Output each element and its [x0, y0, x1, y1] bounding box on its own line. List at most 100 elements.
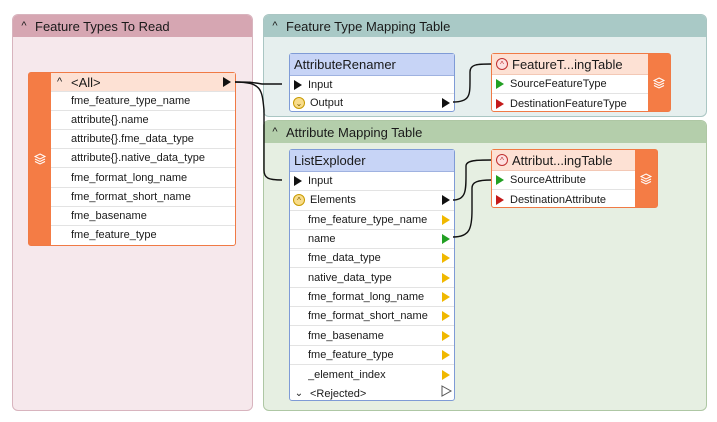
- writer-title: FeatureT...ingTable: [512, 56, 623, 72]
- output-attribute-port-icon[interactable]: [442, 311, 450, 322]
- output-port-label: Elements: [310, 194, 356, 207]
- elements-port-row[interactable]: ^ Elements: [290, 191, 454, 211]
- reader-attribute-row[interactable]: attribute{}.name: [51, 111, 235, 131]
- input-port-row[interactable]: Input: [290, 172, 454, 192]
- exploder-attribute-row[interactable]: fme_format_short_name: [290, 307, 454, 327]
- bookmark-title: Attribute Mapping Table: [286, 124, 423, 140]
- writer-attr-row[interactable]: SourceFeatureType: [492, 75, 648, 94]
- input-port-icon[interactable]: [496, 194, 504, 205]
- reader-attribute-row[interactable]: attribute{}.fme_data_type: [51, 130, 235, 150]
- writer-feature-type-mapping-node[interactable]: ^ FeatureT...ingTable SourceFeatureType …: [491, 53, 671, 112]
- exploder-attribute-label: fme_feature_type_name: [308, 213, 428, 226]
- exploder-attribute-label: fme_feature_type: [308, 348, 394, 361]
- layers-icon: [652, 76, 666, 89]
- reader-attribute-row[interactable]: attribute{}.native_data_type: [51, 149, 235, 169]
- writer-title: Attribut...ingTable: [512, 152, 613, 168]
- reader-attribute-label: attribute{}.fme_data_type: [71, 133, 194, 146]
- collapse-attributes-icon[interactable]: ^: [496, 58, 508, 70]
- reader-attribute-label: fme_basename: [71, 209, 147, 222]
- input-port-row[interactable]: Input: [290, 76, 454, 94]
- output-attribute-port-icon[interactable]: [442, 214, 450, 225]
- reader-attribute-row[interactable]: fme_basename: [51, 207, 235, 226]
- exploder-attribute-row[interactable]: _element_index: [290, 365, 454, 384]
- bookmark-header[interactable]: ^ Feature Types To Read: [13, 15, 252, 37]
- output-port-icon[interactable]: [223, 77, 231, 88]
- exploder-attribute-label: fme_data_type: [308, 252, 381, 265]
- output-attribute-port-icon[interactable]: [442, 330, 450, 341]
- writer-side-bar: [635, 150, 657, 207]
- exploder-attribute-row[interactable]: fme_basename: [290, 326, 454, 346]
- input-port-icon[interactable]: [496, 175, 504, 185]
- expand-ports-icon[interactable]: ⌄: [293, 97, 305, 109]
- writer-attr-row[interactable]: SourceAttribute: [492, 171, 635, 190]
- output-port-icon[interactable]: [442, 195, 450, 206]
- output-attribute-port-icon[interactable]: [442, 349, 450, 360]
- bookmark-title: Feature Types To Read: [35, 18, 170, 34]
- input-port-icon[interactable]: [496, 79, 504, 89]
- layers-icon: [639, 172, 653, 185]
- attribute-renamer-node[interactable]: AttributeRenamer Input ⌄ Output: [289, 53, 455, 112]
- exploder-attribute-label: fme_format_short_name: [308, 310, 428, 323]
- exploder-attribute-row[interactable]: fme_feature_type: [290, 346, 454, 365]
- writer-side-bar: [648, 54, 670, 111]
- reader-attribute-label: attribute{}.name: [71, 114, 149, 127]
- reader-attribute-label: attribute{}.native_data_type: [71, 152, 205, 165]
- writer-title-row[interactable]: ^ FeatureT...ingTable: [492, 54, 648, 75]
- bookmark-header[interactable]: ^ Attribute Mapping Table: [264, 121, 706, 143]
- reader-attribute-label: fme_feature_type: [71, 229, 157, 242]
- output-attribute-port-icon[interactable]: [442, 369, 450, 380]
- reader-all-label: <All>: [71, 74, 101, 90]
- node-title: AttributeRenamer: [290, 54, 454, 76]
- output-attribute-port-icon[interactable]: [442, 272, 450, 283]
- reader-attribute-row[interactable]: fme_format_long_name: [51, 168, 235, 188]
- output-port-row[interactable]: ⌄ Output: [290, 94, 454, 112]
- layers-icon: [33, 153, 47, 165]
- list-exploder-node[interactable]: ListExploder Input ^ Elements fme_featur…: [289, 149, 455, 401]
- exploder-attribute-row[interactable]: fme_feature_type_name: [290, 211, 454, 230]
- reader-attribute-row[interactable]: fme_feature_type: [51, 226, 235, 245]
- input-port-icon[interactable]: [496, 98, 504, 109]
- output-attribute-port-icon[interactable]: [442, 253, 450, 264]
- writer-attr-label: SourceFeatureType: [510, 78, 607, 90]
- exploder-attribute-label: fme_format_long_name: [308, 290, 425, 303]
- writer-attribute-mapping-node[interactable]: ^ Attribut...ingTable SourceAttribute De…: [491, 149, 658, 208]
- reader-attribute-label: fme_format_short_name: [71, 190, 191, 203]
- exploder-attribute-row[interactable]: fme_data_type: [290, 249, 454, 269]
- input-port-icon[interactable]: [294, 79, 302, 90]
- collapse-caret-icon[interactable]: ^: [272, 126, 278, 138]
- reader-attribute-label: fme_format_long_name: [71, 171, 188, 184]
- writer-attr-row[interactable]: DestinationFeatureType: [492, 94, 648, 113]
- input-port-icon[interactable]: [294, 176, 302, 187]
- exploder-attribute-label: fme_basename: [308, 329, 384, 342]
- exploder-attribute-row[interactable]: fme_format_long_name: [290, 288, 454, 308]
- output-port-label: Output: [310, 97, 344, 109]
- reader-attribute-row[interactable]: fme_feature_type_name: [51, 92, 235, 112]
- writer-attr-row[interactable]: DestinationAttribute: [492, 190, 635, 209]
- input-port-label: Input: [308, 175, 333, 188]
- expand-chevron-icon[interactable]: ⌄: [294, 388, 304, 400]
- output-attribute-port-icon[interactable]: [442, 234, 450, 245]
- collapse-caret-icon[interactable]: ^: [21, 20, 27, 32]
- collapse-attributes-icon[interactable]: ^: [496, 154, 508, 166]
- collapse-caret-icon[interactable]: ^: [272, 20, 278, 32]
- bookmark-header[interactable]: ^ Feature Type Mapping Table: [264, 15, 706, 37]
- reader-side-bar: [29, 73, 51, 245]
- writer-attr-label: DestinationFeatureType: [510, 97, 627, 110]
- bookmark-title: Feature Type Mapping Table: [286, 18, 451, 34]
- rejected-port-label: <Rejected>: [310, 387, 367, 400]
- exploder-attribute-row[interactable]: name: [290, 230, 454, 250]
- output-port-icon[interactable]: [442, 98, 450, 108]
- reader-feature-type-node[interactable]: ^ <All> fme_feature_type_name attribute{}…: [28, 72, 236, 246]
- writer-title-row[interactable]: ^ Attribut...ingTable: [492, 150, 635, 171]
- reader-all-row[interactable]: ^ <All>: [51, 73, 235, 93]
- exploder-attribute-label: native_data_type: [308, 271, 392, 284]
- collapse-caret-icon[interactable]: ^: [57, 76, 63, 89]
- collapse-attributes-icon[interactable]: ^: [293, 194, 305, 207]
- exploder-attribute-label: name: [308, 233, 336, 246]
- exploder-attribute-label: _element_index: [308, 368, 386, 381]
- reader-attribute-row[interactable]: fme_format_short_name: [51, 188, 235, 207]
- rejected-port-icon[interactable]: [442, 389, 450, 399]
- exploder-attribute-row[interactable]: native_data_type: [290, 268, 454, 288]
- rejected-port-row[interactable]: ⌄ <Rejected>: [290, 384, 454, 403]
- output-attribute-port-icon[interactable]: [442, 291, 450, 302]
